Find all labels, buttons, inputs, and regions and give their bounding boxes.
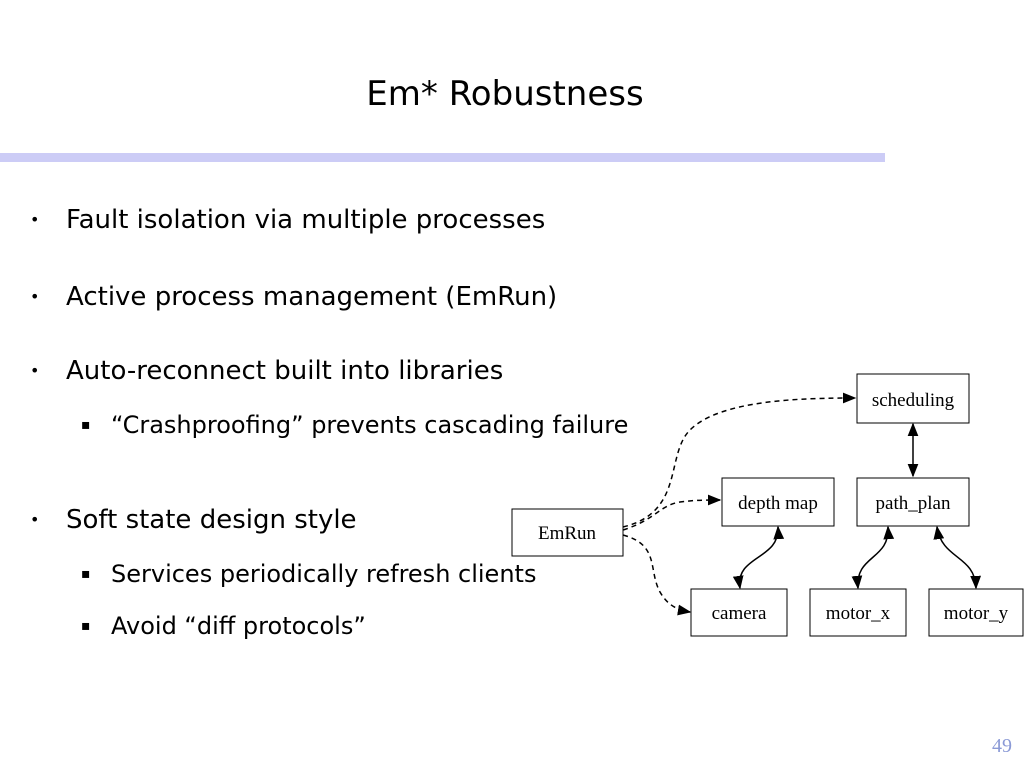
node-label: scheduling: [872, 390, 955, 411]
sub-bullet-text: Avoid “diff protocols”: [111, 612, 366, 640]
bullet-dot-icon: •: [30, 210, 40, 229]
sub-bullet-item: ▪ Services periodically refresh clients: [81, 559, 537, 589]
bullet-dot-icon: •: [30, 361, 40, 380]
page-number: 49: [992, 735, 1012, 757]
square-bullet-icon: ▪: [81, 618, 91, 634]
edge-emrun-depth-map: [622, 494, 722, 531]
node-camera: camera: [690, 588, 788, 637]
node-label: motor_x: [826, 603, 891, 624]
title-underline-bar: [0, 153, 885, 162]
node-label: motor_y: [944, 603, 1009, 624]
edge-emrun-scheduling: [622, 392, 857, 528]
bullet-text: Active process management (EmRun): [66, 282, 558, 312]
bullet-item: • Soft state design style: [30, 504, 357, 536]
node-scheduling: scheduling: [856, 373, 970, 424]
node-label: depth map: [738, 493, 818, 514]
node-label: path_plan: [876, 493, 951, 514]
sub-bullet-item: ▪ “Crashproofing” prevents cascading fai…: [81, 410, 629, 440]
bullet-text: Soft state design style: [66, 505, 357, 535]
bullet-dot-icon: •: [30, 287, 40, 306]
edge-path-plan-motor-y: [933, 525, 982, 590]
sub-bullet-text: Services periodically refresh clients: [111, 560, 537, 588]
bullet-text: Auto-reconnect built into libraries: [66, 356, 504, 386]
node-path-plan: path_plan: [856, 477, 970, 527]
square-bullet-icon: ▪: [81, 566, 91, 582]
edge-depth-map-camera: [732, 525, 785, 590]
bullet-item: • Fault isolation via multiple processes: [30, 204, 546, 236]
sub-bullet-item: ▪ Avoid “diff protocols”: [81, 611, 366, 641]
node-depth-map: depth map: [721, 477, 835, 527]
sub-bullet-text: “Crashproofing” prevents cascading failu…: [111, 411, 629, 439]
node-motor-x: motor_x: [809, 588, 907, 637]
bullet-item: • Active process management (EmRun): [30, 281, 558, 313]
node-label: EmRun: [538, 523, 597, 544]
slide-title: Em* Robustness: [366, 74, 644, 114]
node-emrun: EmRun: [511, 508, 624, 557]
edge-path-plan-motor-x: [851, 525, 895, 590]
square-bullet-icon: ▪: [81, 417, 91, 433]
edge-emrun-camera: [622, 534, 692, 616]
bullet-text: Fault isolation via multiple processes: [66, 205, 546, 235]
bullet-item: • Auto-reconnect built into libraries: [30, 355, 504, 387]
node-motor-y: motor_y: [928, 588, 1024, 637]
node-label: camera: [712, 603, 767, 624]
bullet-dot-icon: •: [30, 510, 40, 529]
